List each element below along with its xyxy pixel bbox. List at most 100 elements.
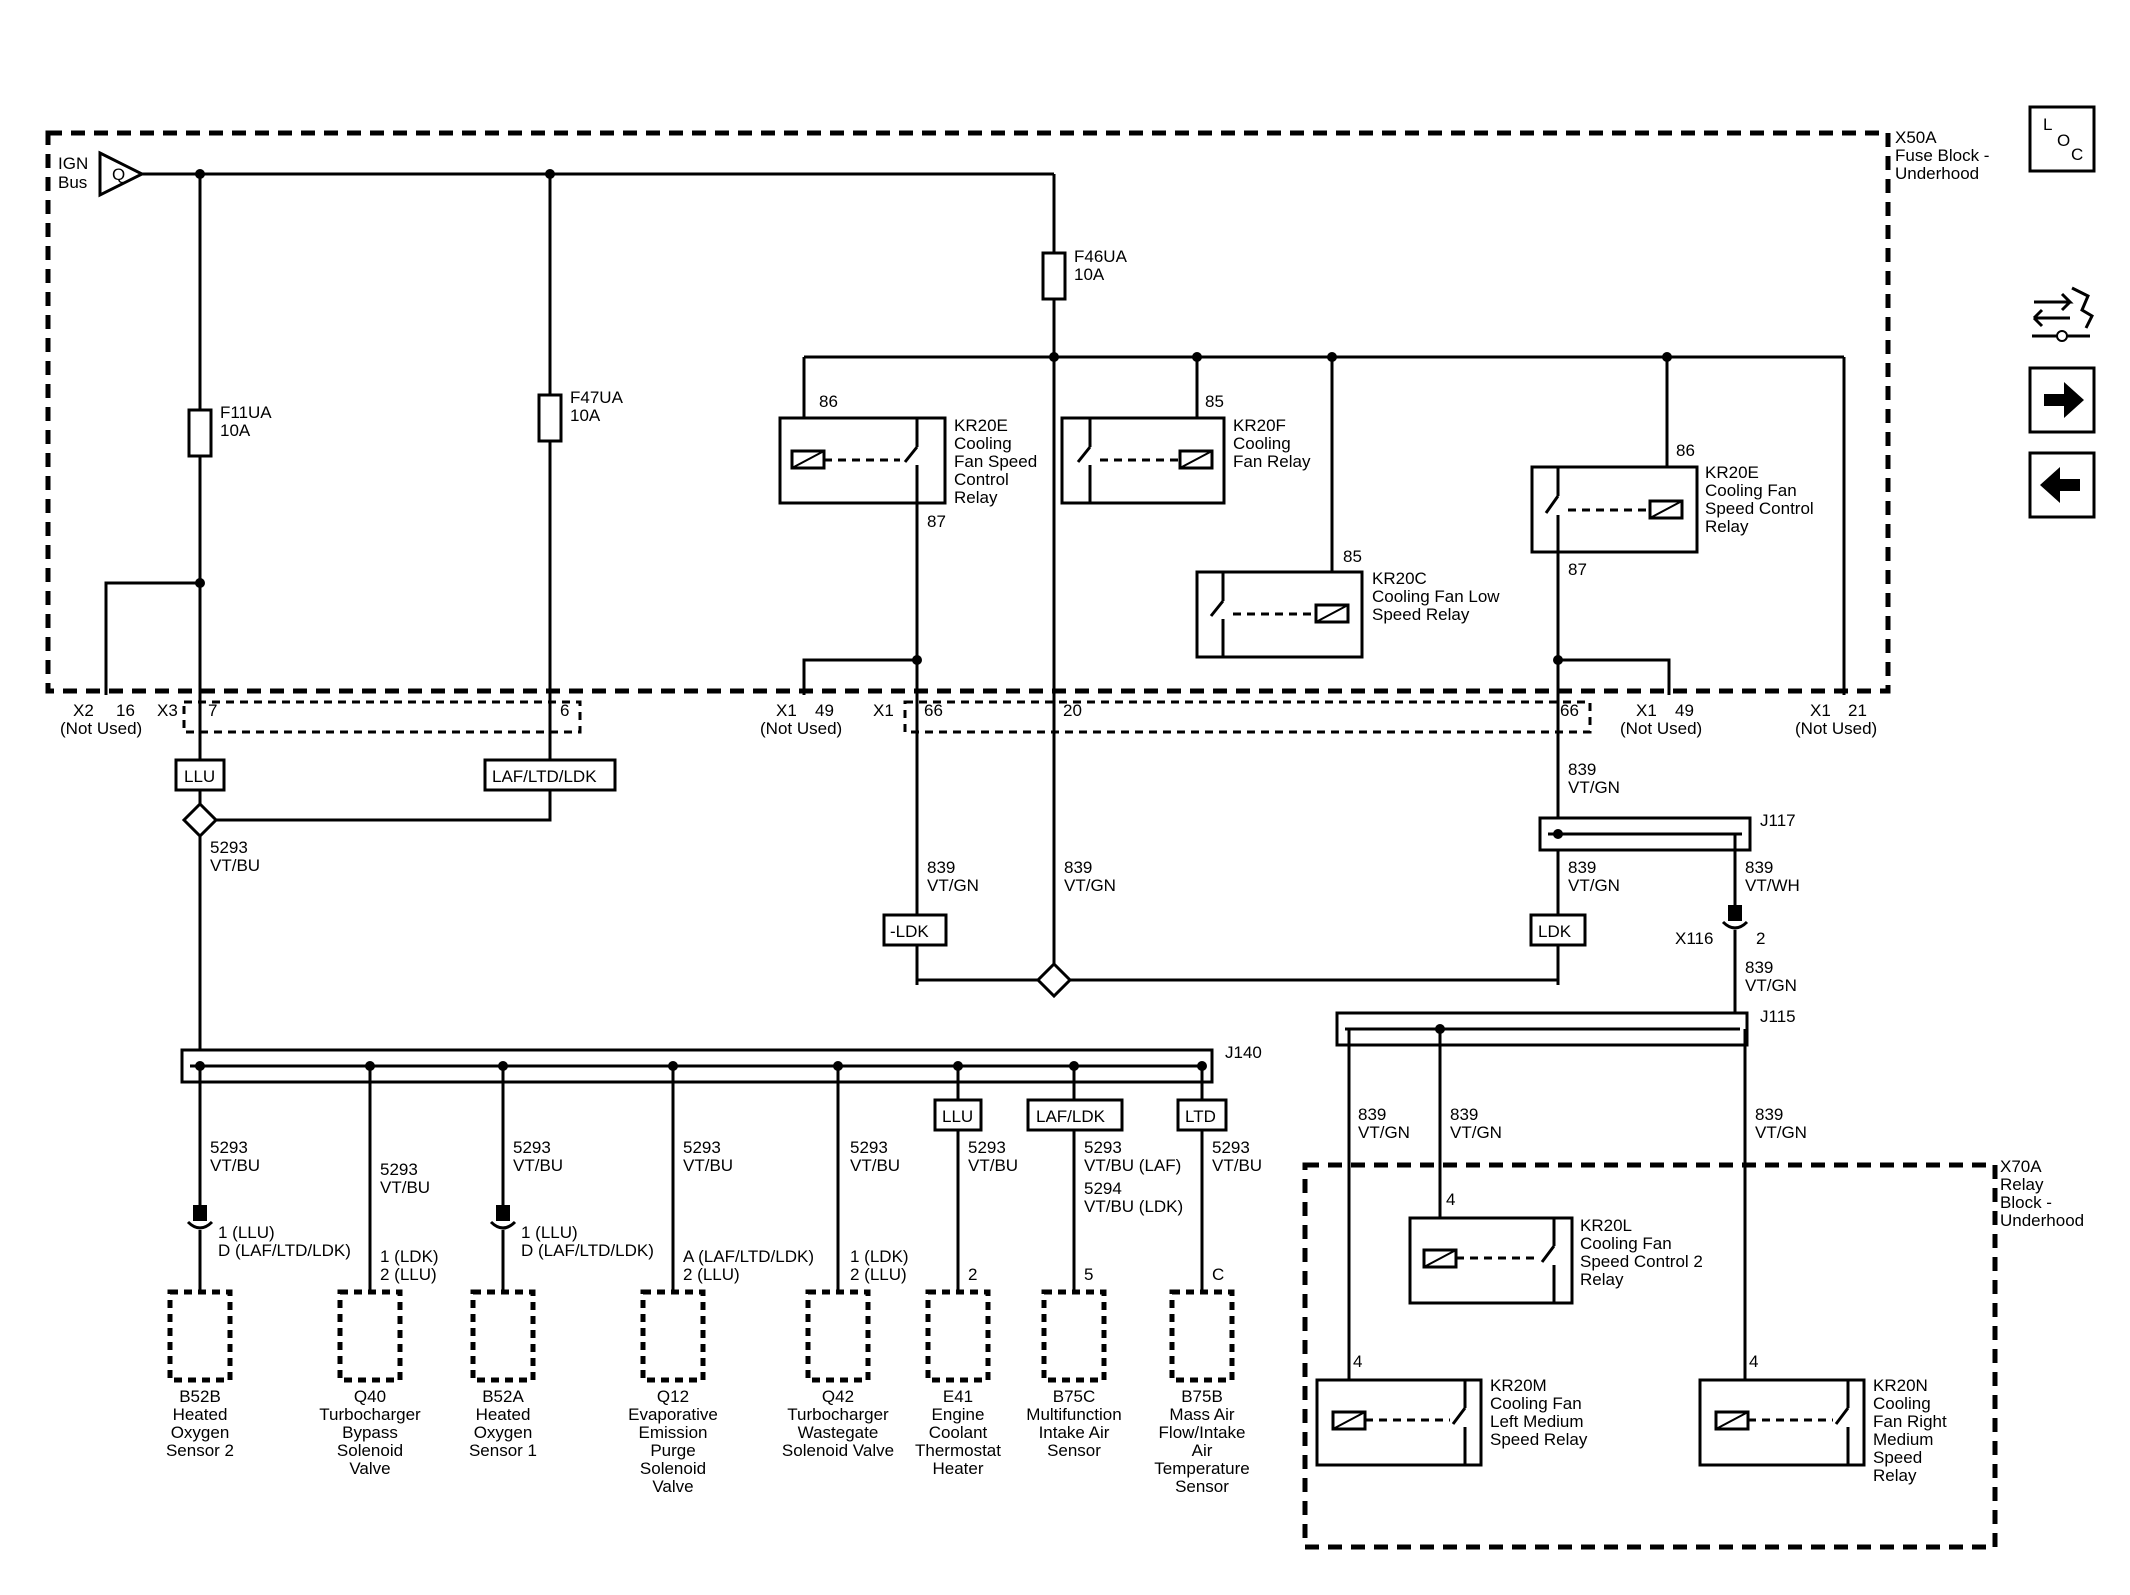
option-ltd-tag: LTD <box>1176 1098 1228 1132</box>
svg-text:Cooling Fan: Cooling Fan <box>1490 1394 1582 1413</box>
svg-text:LDK: LDK <box>1538 922 1572 941</box>
svg-text:VT/BU: VT/BU <box>850 1156 900 1175</box>
svg-text:Heater: Heater <box>932 1459 983 1478</box>
svg-text:Oxygen: Oxygen <box>171 1423 230 1442</box>
svg-text:5293: 5293 <box>1212 1138 1250 1157</box>
load-q12: Q12 Evaporative Emission Purge Solenoid … <box>628 1289 718 1496</box>
svg-text:Flow/Intake: Flow/Intake <box>1159 1423 1246 1442</box>
svg-text:VT/GN: VT/GN <box>1745 976 1797 995</box>
svg-text:Sensor: Sensor <box>1175 1477 1229 1496</box>
svg-text:1 (LDK): 1 (LDK) <box>380 1247 439 1266</box>
svg-text:Underhood: Underhood <box>2000 1211 2084 1230</box>
svg-text:C: C <box>1212 1265 1224 1284</box>
svg-text:Heated: Heated <box>476 1405 531 1424</box>
svg-text:E41: E41 <box>943 1387 973 1406</box>
svg-text:Fan Speed: Fan Speed <box>954 452 1037 471</box>
svg-text:839: 839 <box>1358 1105 1386 1124</box>
svg-text:Relay: Relay <box>1705 517 1749 536</box>
svg-text:5293: 5293 <box>850 1138 888 1157</box>
component-view-icon[interactable] <box>2032 286 2094 342</box>
load-e41: E41 Engine Coolant Thermostat Heater <box>915 1289 1001 1478</box>
svg-text:86: 86 <box>1676 441 1695 460</box>
option-ldk-tag: LDK <box>1529 913 1587 947</box>
relay-kr20e-right: 86 87 KR20E Cooling Fan Speed Control Re… <box>1530 441 1814 579</box>
svg-text:6: 6 <box>560 701 569 720</box>
svg-text:Valve: Valve <box>652 1477 693 1496</box>
svg-text:839: 839 <box>927 858 955 877</box>
previous-page-button[interactable] <box>2028 451 2096 519</box>
svg-text:(Not Used): (Not Used) <box>1620 719 1702 738</box>
fuse-f47ua <box>537 393 563 443</box>
option-laf-ldk-tag: LAF/LDK <box>1026 1098 1124 1132</box>
x50a-label: X50A Fuse Block - Underhood <box>1895 128 1989 183</box>
svg-text:KR20E: KR20E <box>954 416 1008 435</box>
svg-text:49: 49 <box>1675 701 1694 720</box>
svg-text:Turbocharger: Turbocharger <box>319 1405 421 1424</box>
svg-text:Solenoid Valve: Solenoid Valve <box>782 1441 894 1460</box>
svg-text:VT/BU: VT/BU <box>968 1156 1018 1175</box>
svg-text:VT/GN: VT/GN <box>1568 778 1620 797</box>
load-q42: Q42 Turbocharger Wastegate Solenoid Valv… <box>782 1289 894 1460</box>
svg-text:10A: 10A <box>220 421 251 440</box>
x70a-boundary <box>1302 1162 1998 1550</box>
svg-text:Coolant: Coolant <box>929 1423 988 1442</box>
svg-text:VT/GN: VT/GN <box>1064 876 1116 895</box>
svg-text:LLU: LLU <box>942 1107 973 1126</box>
svg-text:KR20N: KR20N <box>1873 1376 1928 1395</box>
load-b75b: B75B Mass Air Flow/Intake Air Temperatur… <box>1154 1289 1250 1496</box>
fuse-f46ua <box>1041 251 1067 301</box>
svg-text:B52A: B52A <box>482 1387 524 1406</box>
svg-text:(Not Used): (Not Used) <box>1795 719 1877 738</box>
svg-text:1 (LLU): 1 (LLU) <box>521 1223 578 1242</box>
svg-text:Evaporative: Evaporative <box>628 1405 718 1424</box>
svg-text:VT/GN: VT/GN <box>1755 1123 1807 1142</box>
svg-text:Bypass: Bypass <box>342 1423 398 1442</box>
svg-text:O: O <box>2057 131 2070 150</box>
svg-text:Speed Relay: Speed Relay <box>1372 605 1470 624</box>
svg-text:Thermostat: Thermostat <box>915 1441 1001 1460</box>
svg-text:839: 839 <box>1568 858 1596 877</box>
splice-j117: J117 <box>1538 811 1796 852</box>
svg-text:B75B: B75B <box>1181 1387 1223 1406</box>
svg-text:Sensor 2: Sensor 2 <box>166 1441 234 1460</box>
loc-button[interactable]: L O C <box>2028 105 2096 173</box>
svg-text:X2: X2 <box>73 701 94 720</box>
svg-text:5293: 5293 <box>968 1138 1006 1157</box>
svg-text:Block -: Block - <box>2000 1193 2052 1212</box>
svg-text:Cooling: Cooling <box>1873 1394 1931 1413</box>
connector-x1-main: X1 66 20 66 <box>873 700 1592 734</box>
svg-text:4: 4 <box>1446 1190 1455 1209</box>
connector-x3: X3 7 6 <box>157 700 582 734</box>
svg-text:Multifunction: Multifunction <box>1026 1405 1121 1424</box>
svg-text:839: 839 <box>1568 760 1596 779</box>
connector-x1-21: X1 21 (Not Used) <box>1795 701 1877 738</box>
svg-text:VT/GN: VT/GN <box>1450 1123 1502 1142</box>
svg-text:66: 66 <box>924 701 943 720</box>
svg-text:J140: J140 <box>1225 1043 1262 1062</box>
svg-text:Medium: Medium <box>1873 1430 1933 1449</box>
svg-text:5293: 5293 <box>210 1138 248 1157</box>
svg-text:Q42: Q42 <box>822 1387 854 1406</box>
svg-text:Bus: Bus <box>58 173 87 192</box>
svg-text:-LDK: -LDK <box>890 922 929 941</box>
svg-text:Speed Control: Speed Control <box>1705 499 1814 518</box>
svg-text:F46UA: F46UA <box>1074 247 1128 266</box>
svg-text:KR20M: KR20M <box>1490 1376 1547 1395</box>
svg-text:X116: X116 <box>1675 929 1713 948</box>
svg-text:Speed Control 2: Speed Control 2 <box>1580 1252 1703 1271</box>
next-page-button[interactable] <box>2028 366 2096 434</box>
connector-x1-49-left: X1 49 (Not Used) <box>760 701 842 738</box>
splice-j140: J140 <box>180 1043 1262 1084</box>
svg-text:Relay: Relay <box>1580 1270 1624 1289</box>
svg-text:VT/BU: VT/BU <box>683 1156 733 1175</box>
svg-text:B75C: B75C <box>1053 1387 1096 1406</box>
svg-text:5294: 5294 <box>1084 1179 1122 1198</box>
svg-text:Speed Relay: Speed Relay <box>1490 1430 1588 1449</box>
svg-text:87: 87 <box>1568 560 1587 579</box>
svg-text:X1: X1 <box>776 701 797 720</box>
connector-x2-16: X2 16 (Not Used) <box>60 701 142 738</box>
svg-text:Underhood: Underhood <box>1895 164 1979 183</box>
svg-text:X70A: X70A <box>2000 1157 2042 1176</box>
svg-text:J117: J117 <box>1760 811 1796 830</box>
